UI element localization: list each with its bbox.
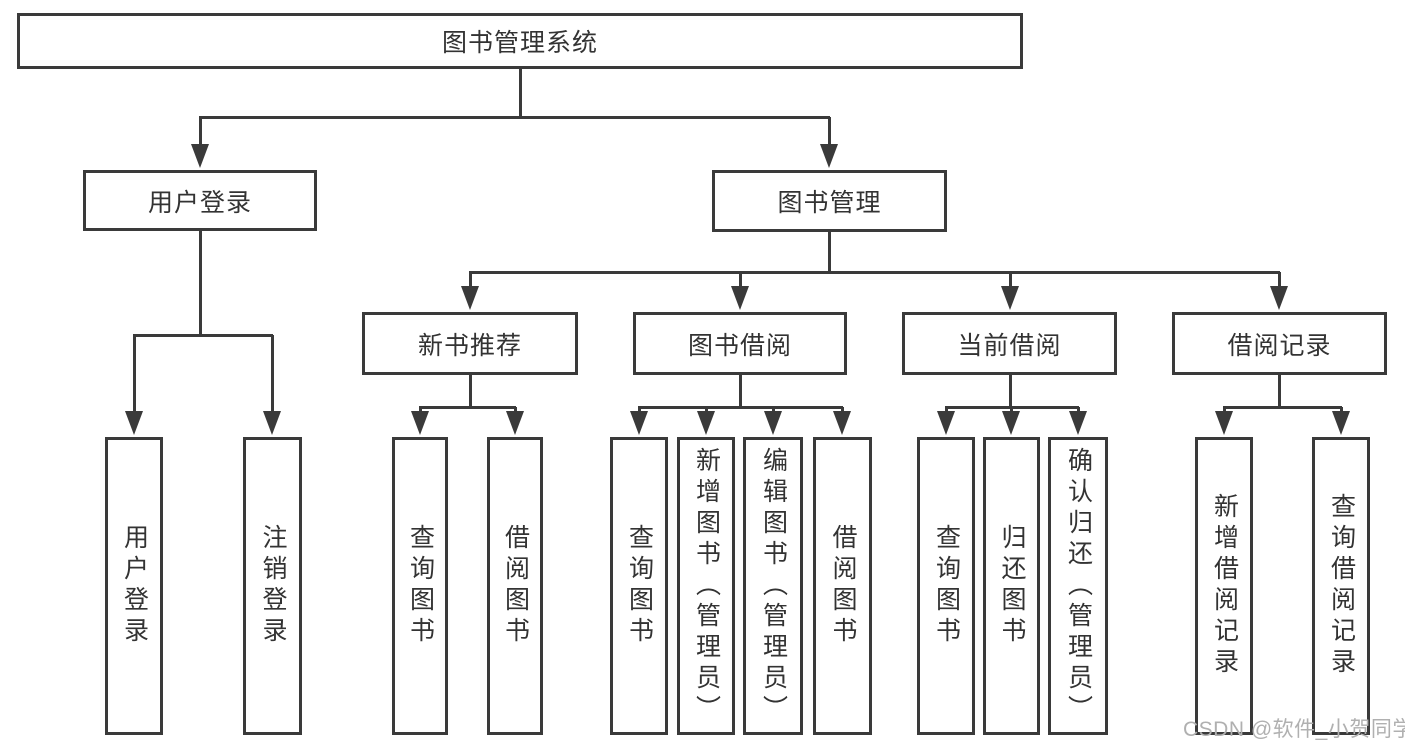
connector-line [828,232,831,274]
leaf-add-books-admin-label: 新增图书（管理员） [692,446,721,726]
leaf-add-borrow-record-label: 新增借阅记录 [1210,493,1239,679]
node-current-borrowing: 当前借阅 [902,312,1117,375]
connector-line [133,335,136,417]
arrowhead-down-icon [1332,411,1350,435]
arrowhead-down-icon [461,286,479,310]
leaf-query-books-2-label: 查询图书 [625,524,654,648]
arrowhead-down-icon [125,411,143,435]
leaf-add-borrow-record: 新增借阅记录 [1195,437,1253,735]
leaf-borrow-books-2: 借阅图书 [813,437,872,735]
node-book-borrowing-label: 图书借阅 [687,331,792,360]
leaf-query-books-1-label: 查询图书 [406,524,435,648]
node-new-book-recommend-label: 新书推荐 [417,331,522,360]
arrowhead-down-icon [1069,411,1087,435]
connector-line [199,116,830,119]
leaf-logout: 注销登录 [243,437,302,735]
connector-line [739,272,742,292]
connector-line [469,272,472,292]
node-borrowing-records-label: 借阅记录 [1227,331,1332,360]
leaf-borrow-books-1: 借阅图书 [487,437,543,735]
connector-line [739,375,742,409]
node-book-borrowing: 图书借阅 [633,312,847,375]
connector-line [469,375,472,409]
arrowhead-down-icon [1001,286,1019,310]
arrowhead-down-icon [506,411,524,435]
connector-line [469,271,1280,274]
leaf-query-borrow-record-label: 查询借阅记录 [1327,493,1356,679]
leaf-user-login: 用户登录 [105,437,163,735]
connector-line [519,69,522,119]
arrowhead-down-icon [937,411,955,435]
node-borrowing-records: 借阅记录 [1172,312,1387,375]
connector-line [1278,272,1281,292]
connector-line [199,231,202,337]
connector-line [1009,375,1012,409]
arrowhead-down-icon [630,411,648,435]
node-user-login-label: 用户登录 [147,188,252,217]
leaf-query-books-2: 查询图书 [610,437,668,735]
connector-line [1009,272,1012,292]
connector-line [1278,375,1281,409]
arrowhead-down-icon [1215,411,1233,435]
watermark: CSDN @软件_小贺同学 [1183,718,1405,741]
node-book-management: 图书管理 [712,170,947,232]
arrowhead-down-icon [191,144,209,168]
arrowhead-down-icon [731,286,749,310]
node-root-label: 图书管理系统 [441,29,598,57]
arrowhead-down-icon [833,411,851,435]
node-user-login: 用户登录 [83,170,317,231]
leaf-confirm-return-admin: 确认归还（管理员） [1048,437,1108,735]
connector-line [828,117,831,150]
leaf-edit-books-admin: 编辑图书（管理员） [743,437,803,735]
node-book-management-label: 图书管理 [777,189,882,217]
leaf-query-books-1: 查询图书 [392,437,448,735]
leaf-borrow-books-1-label: 借阅图书 [501,524,530,648]
leaf-query-books-3: 查询图书 [917,437,975,735]
connector-line [271,335,274,417]
arrowhead-down-icon [697,411,715,435]
arrowhead-down-icon [411,411,429,435]
connector-line [1223,406,1342,409]
leaf-return-books: 归还图书 [983,437,1040,735]
leaf-edit-books-admin-label: 编辑图书（管理员） [759,446,788,726]
leaf-confirm-return-admin-label: 确认归还（管理员） [1064,446,1093,726]
arrowhead-down-icon [1270,286,1288,310]
arrowhead-down-icon [1002,411,1020,435]
node-current-borrowing-label: 当前借阅 [957,331,1062,360]
node-new-book-recommend: 新书推荐 [362,312,578,375]
leaf-borrow-books-2-label: 借阅图书 [829,524,857,648]
connector-line [133,334,273,337]
arrowhead-down-icon [764,411,782,435]
leaf-logout-label: 注销登录 [259,524,287,648]
connector-line [199,117,202,150]
leaf-user-login-label: 用户登录 [120,524,149,648]
node-root: 图书管理系统 [17,13,1023,69]
leaf-query-books-3-label: 查询图书 [932,524,961,648]
connector-line [419,406,516,409]
arrowhead-down-icon [263,411,281,435]
leaf-return-books-label: 归还图书 [998,524,1026,648]
arrowhead-down-icon [820,144,838,168]
leaf-query-borrow-record: 查询借阅记录 [1312,437,1370,735]
leaf-add-books-admin: 新增图书（管理员） [677,437,735,735]
connector-line [638,406,843,409]
